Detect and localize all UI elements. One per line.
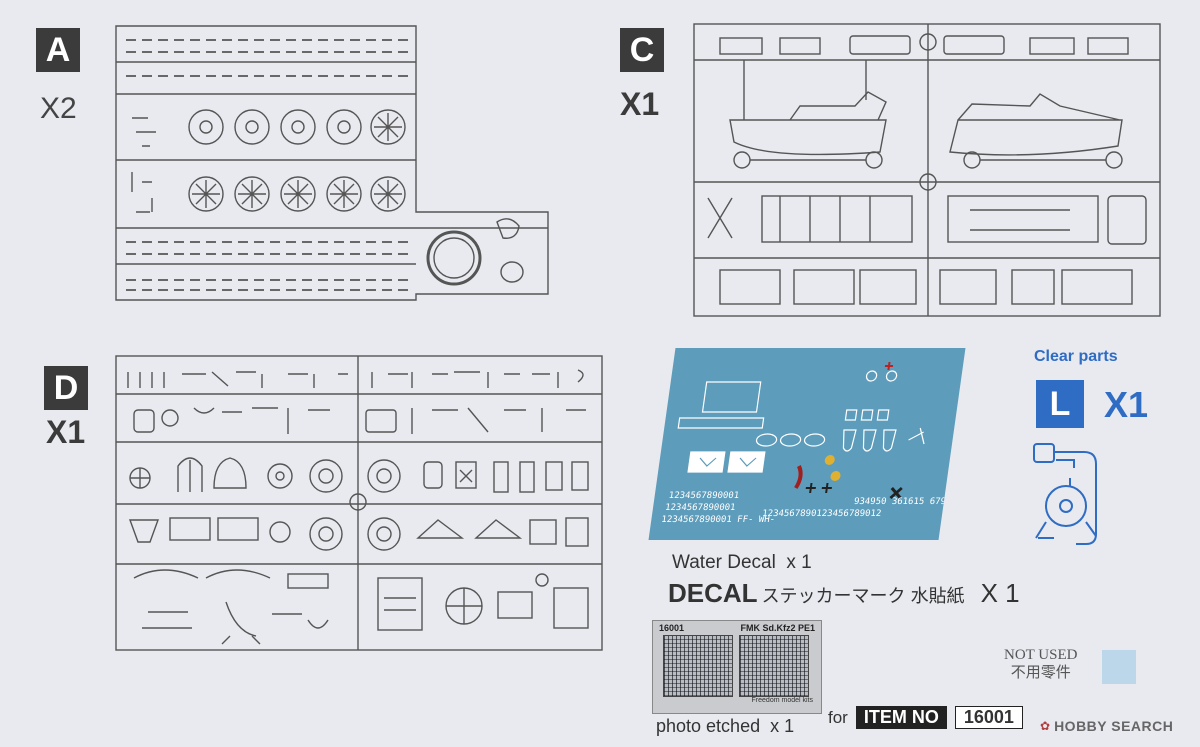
not-used-line1: NOT USED: [1004, 647, 1078, 663]
clear-parts-count: X1: [1104, 384, 1149, 425]
photo-etched-label: photo etched x 1: [656, 716, 795, 736]
item-prefix: for: [828, 707, 848, 727]
sprue-d-count: X1: [46, 414, 86, 450]
sprue-c-count: X1: [620, 86, 660, 122]
not-used-line2: 不用零件: [1010, 665, 1071, 681]
decal-heading-jp: ステッカーマーク 水貼紙: [761, 586, 965, 606]
water-decal-label: Water Decal x 1: [672, 552, 812, 573]
not-used-swatch: [1102, 650, 1136, 684]
mesh-grid-left: [663, 635, 733, 697]
clear-parts-title: Clear parts: [1034, 348, 1118, 365]
svg-text:1234567890001: 1234567890001: [668, 491, 740, 501]
clear-parts-letter: L: [1036, 380, 1084, 428]
watermark-text: HOBBY SEARCH: [1054, 718, 1174, 734]
sprue-c-drawing: [693, 23, 1161, 317]
decal-heading-line: DECAL ステッカーマーク 水貼紙 X 1: [668, 578, 1020, 609]
svg-text:934950 361615 679854: 934950 361615 679854: [853, 497, 963, 507]
sprue-a-letter: A: [36, 28, 80, 72]
sprue-d-drawing: [115, 355, 603, 651]
photo-etched-plate: 16001 FMK Sd.Kfz2 PE1 Freedom model kits: [652, 620, 822, 714]
decal-heading-count: X 1: [980, 578, 1020, 608]
plate-header: 16001 FMK Sd.Kfz2 PE1: [653, 621, 821, 635]
svg-text:1234567890123456789012: 1234567890123456789012: [761, 509, 881, 519]
item-label: ITEM NO: [855, 706, 947, 729]
sprue-d-letter: D: [44, 366, 88, 410]
plate-code: 16001: [659, 623, 685, 633]
sprue-a-count: X2: [40, 92, 77, 125]
plate-footer: Freedom model kits: [751, 697, 813, 704]
item-number: 16001: [954, 706, 1023, 729]
mesh-grid-right: [739, 635, 809, 697]
sprue-a-drawing: [115, 25, 549, 301]
watermark-logo-icon: ✿: [1040, 719, 1051, 733]
decal-heading: DECAL: [668, 578, 758, 608]
item-line: for ITEM NO 16001: [828, 706, 1023, 729]
svg-text:1234567890001: 1234567890001: [664, 503, 736, 513]
sprue-c-letter: C: [620, 28, 664, 72]
svg-text:1234567890001 FF- WH-: 1234567890001 FF- WH-: [661, 515, 776, 525]
watermark: ✿ HOBBY SEARCH: [1040, 718, 1173, 734]
clear-parts-drawing: [1033, 443, 1097, 545]
not-used-label: NOT USED 不用零件: [1004, 646, 1077, 682]
decal-markings: 1234567890001 1234567890001 123456789000…: [661, 362, 963, 525]
decal-sheet: 1234567890001 1234567890001 123456789000…: [648, 348, 966, 540]
plate-grids: [653, 635, 821, 697]
plate-name: FMK Sd.Kfz2 PE1: [740, 623, 815, 633]
